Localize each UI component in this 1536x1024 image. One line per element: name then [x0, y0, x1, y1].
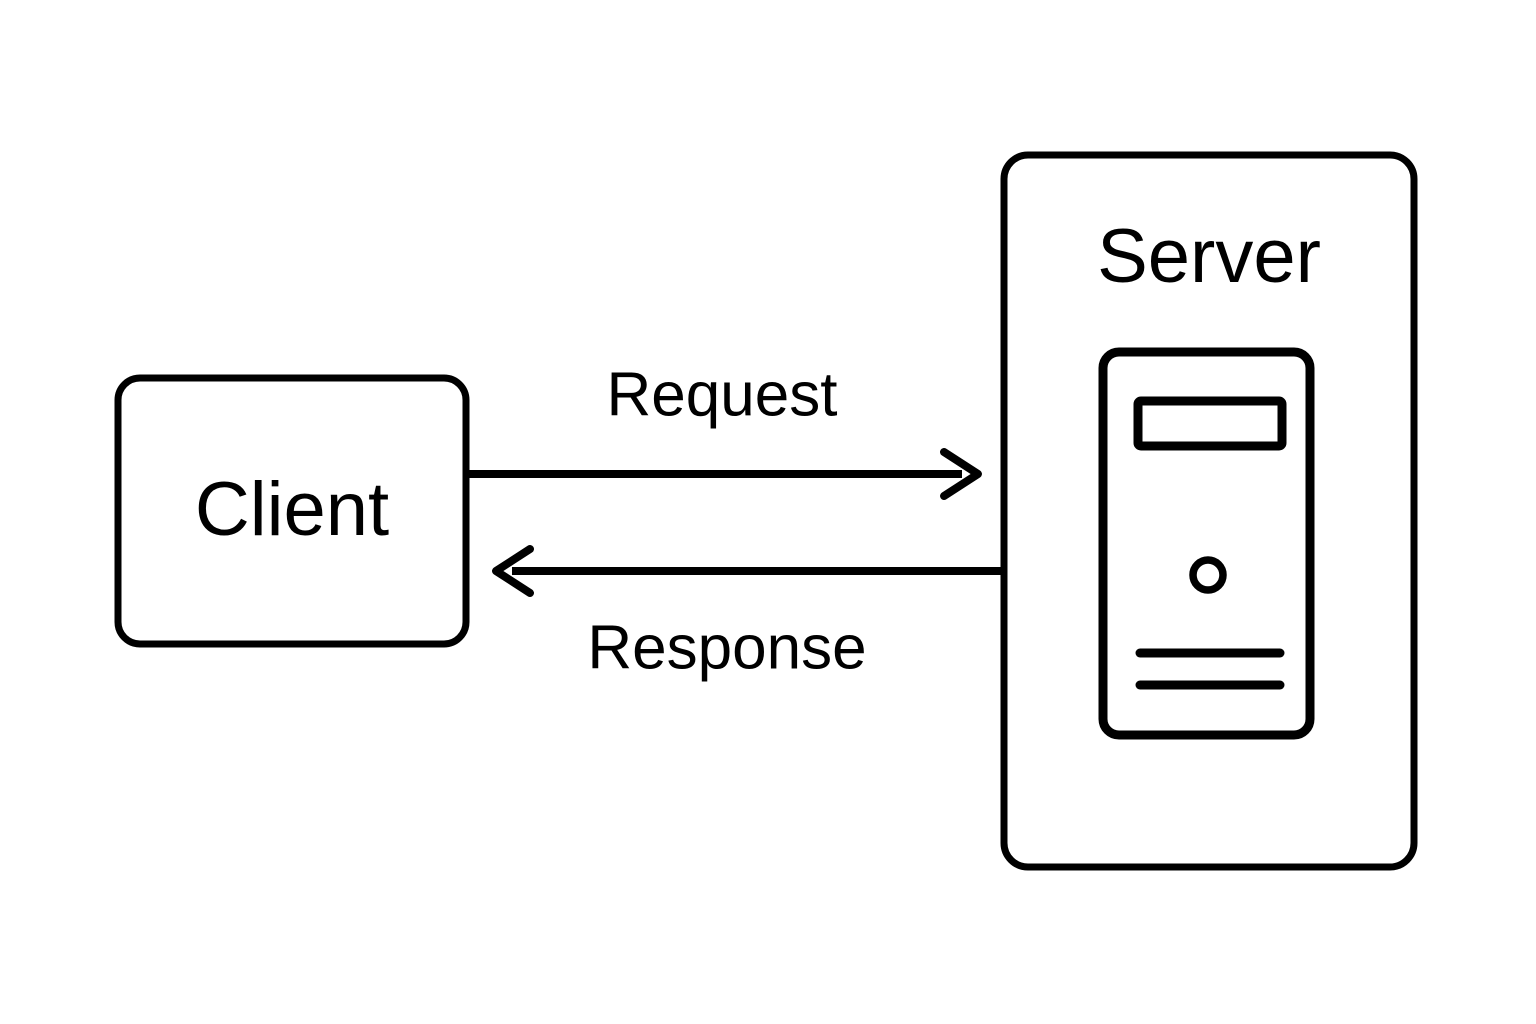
client-box[interactable] — [114, 374, 470, 648]
server-box[interactable] — [1000, 151, 1418, 871]
edge-response[interactable]: Response — [492, 545, 1006, 682]
edge-request[interactable]: Request — [465, 360, 982, 500]
node-client[interactable]: Client — [114, 374, 470, 648]
node-server[interactable]: Server — [1000, 151, 1418, 871]
server-drive-slot-icon — [1133, 396, 1287, 451]
request-arrowhead-right-icon — [940, 448, 982, 500]
client-label: Client — [195, 467, 389, 552]
server-power-button-icon — [1189, 556, 1227, 594]
response-arrowhead-left-icon — [492, 545, 534, 597]
server-label: Server — [1097, 214, 1321, 299]
response-label: Response — [587, 613, 866, 682]
server-chassis-icon — [1098, 347, 1315, 740]
request-label: Request — [607, 360, 838, 429]
server-tower-icon — [1098, 347, 1315, 740]
